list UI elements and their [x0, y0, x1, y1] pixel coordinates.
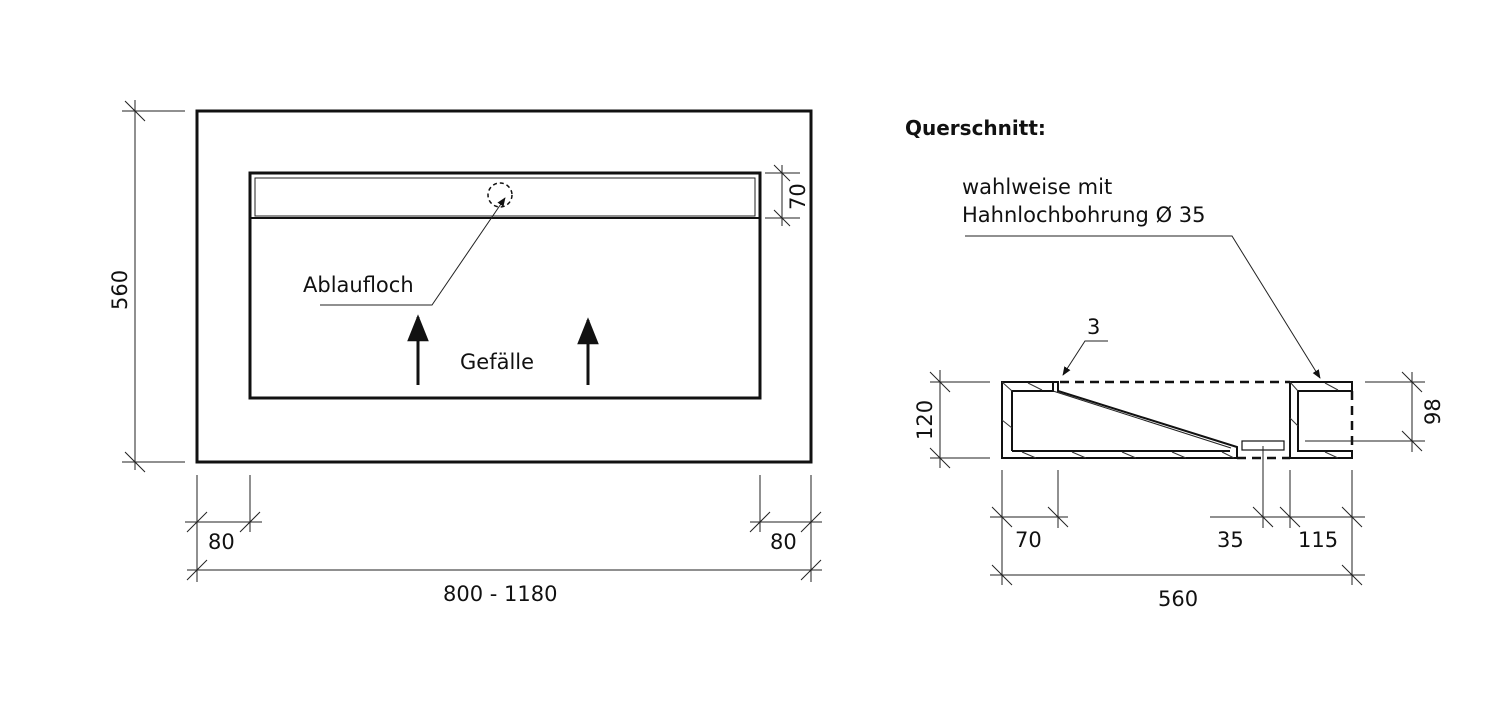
step-leader — [1062, 340, 1108, 376]
dim-right: 115 — [1298, 528, 1338, 552]
svg-text:120: 120 — [913, 400, 937, 440]
dim-drain: 35 — [1217, 528, 1244, 552]
slope-label: Gefälle — [460, 350, 534, 374]
section-view: Querschnitt: wahlweise mit Hahnlochbohru… — [905, 116, 1445, 611]
top-view: Ablaufloch Gefälle 560 70 — [108, 100, 822, 606]
dim-total-width: 800 - 1180 — [443, 582, 557, 606]
section-right-wall — [1289, 381, 1354, 459]
drain-leader — [320, 197, 506, 306]
basin-outline — [195, 109, 813, 464]
svg-text:98: 98 — [1421, 398, 1445, 425]
step-label: 3 — [1087, 315, 1100, 339]
dim-left-rim: 80 — [208, 530, 235, 554]
tap-hole-leader — [965, 235, 1321, 379]
dim-depth: 560 — [108, 100, 185, 473]
dim-right-rim: 80 — [770, 530, 797, 554]
dim-inner-height: 98 — [1305, 371, 1445, 452]
drain-channel — [254, 177, 756, 217]
svg-text:560: 560 — [108, 270, 132, 310]
drain-hole — [487, 182, 513, 208]
dim-width: 80 80 800 - 1180 — [185, 475, 822, 606]
dim-left: 70 — [1015, 528, 1042, 552]
section-bottom-dims: 70 35 115 560 — [990, 446, 1365, 611]
drain-label: Ablaufloch — [303, 273, 414, 297]
dim-height: 120 — [913, 370, 990, 469]
section-body — [1001, 381, 1238, 459]
tap-hole-note-2: Hahnlochbohrung Ø 35 — [962, 203, 1206, 227]
basin-bowl — [248, 171, 762, 400]
dim-total: 560 — [1158, 587, 1198, 611]
dim-drain-width: 70 — [765, 164, 810, 227]
section-title: Querschnitt: — [905, 116, 1046, 140]
svg-text:70: 70 — [786, 183, 810, 210]
tap-hole-note-1: wahlweise mit — [962, 175, 1112, 199]
